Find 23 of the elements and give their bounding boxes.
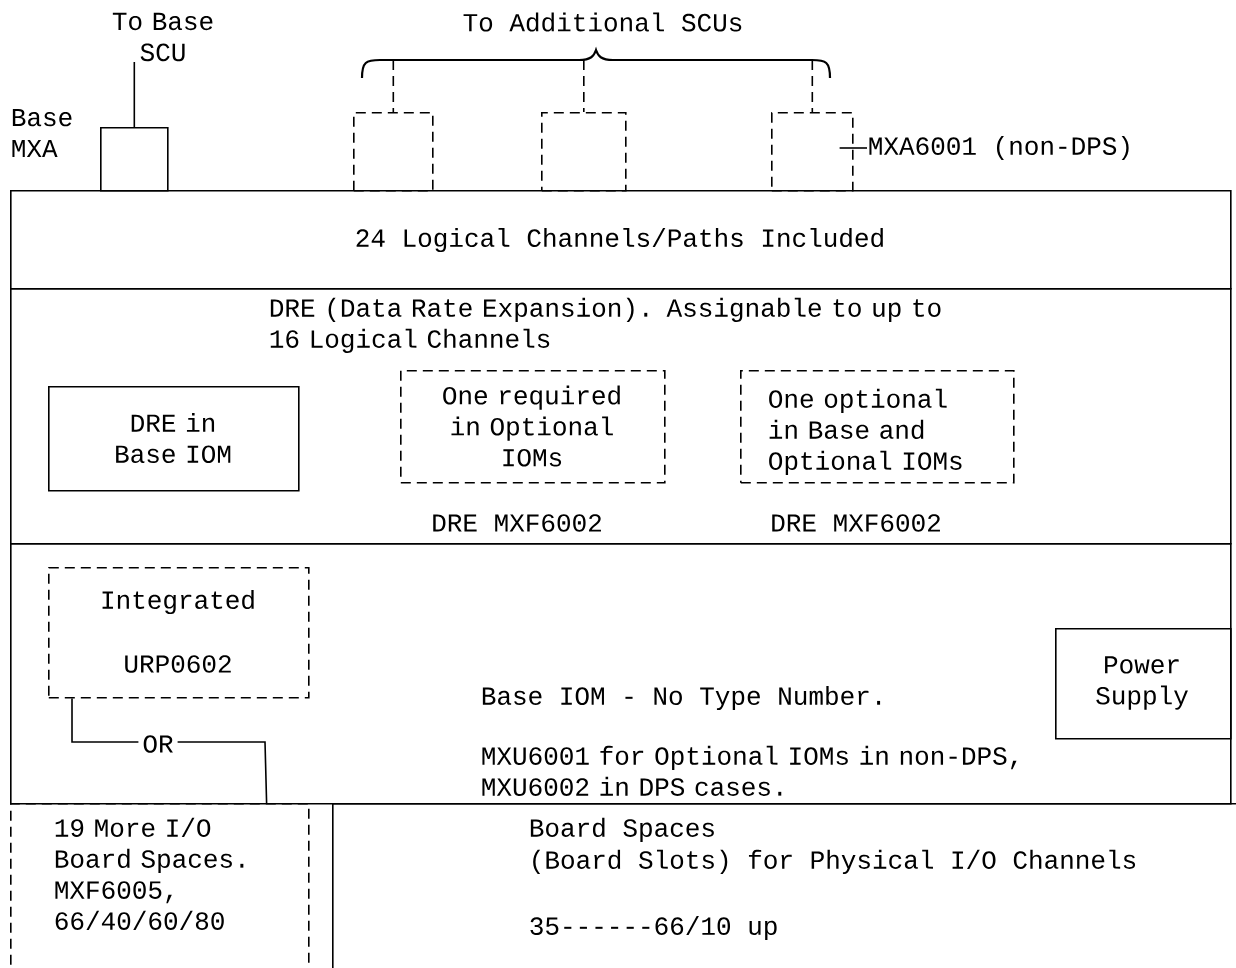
dashed-connector-box (353, 112, 434, 192)
dashed-line (392, 59, 395, 113)
module-box: Integrated URP0602 (48, 567, 310, 699)
connector-line (133, 61, 136, 128)
caption-text: To Base SCU (112, 12, 213, 62)
edge-label: OR (138, 731, 178, 757)
panel-band: 24 Logical Channels/Paths Included (10, 190, 1232, 290)
leader-line (838, 147, 868, 149)
dashed-connector-box (541, 112, 627, 192)
board-space-box: 19 More I/O Board Spaces. MXF6005, 66/40/60/80 (10, 803, 310, 968)
side-label: DRE MXF6002 (772, 514, 940, 532)
caption-text: MXA6001 (non-DPS) (869, 135, 1129, 161)
dashed-connector-box (771, 112, 854, 192)
module-box: DRE in Base IOM (48, 386, 300, 492)
module-box: Power Supply (1055, 628, 1232, 740)
module-box: One optional in Base and Optional IOMs (740, 370, 1015, 484)
dashed-line (811, 59, 814, 113)
module-box: One required in Optional IOMs (400, 370, 666, 484)
side-label: Base MXA (12, 108, 72, 158)
brace: To Additional SCUs (360, 12, 832, 79)
dashed-line (583, 59, 585, 113)
side-label: DRE MXF6002 (433, 514, 601, 532)
board-space-box: Board Spaces (Board Slots) for Physical I/O Channels 35------66/10 up (332, 803, 1236, 968)
